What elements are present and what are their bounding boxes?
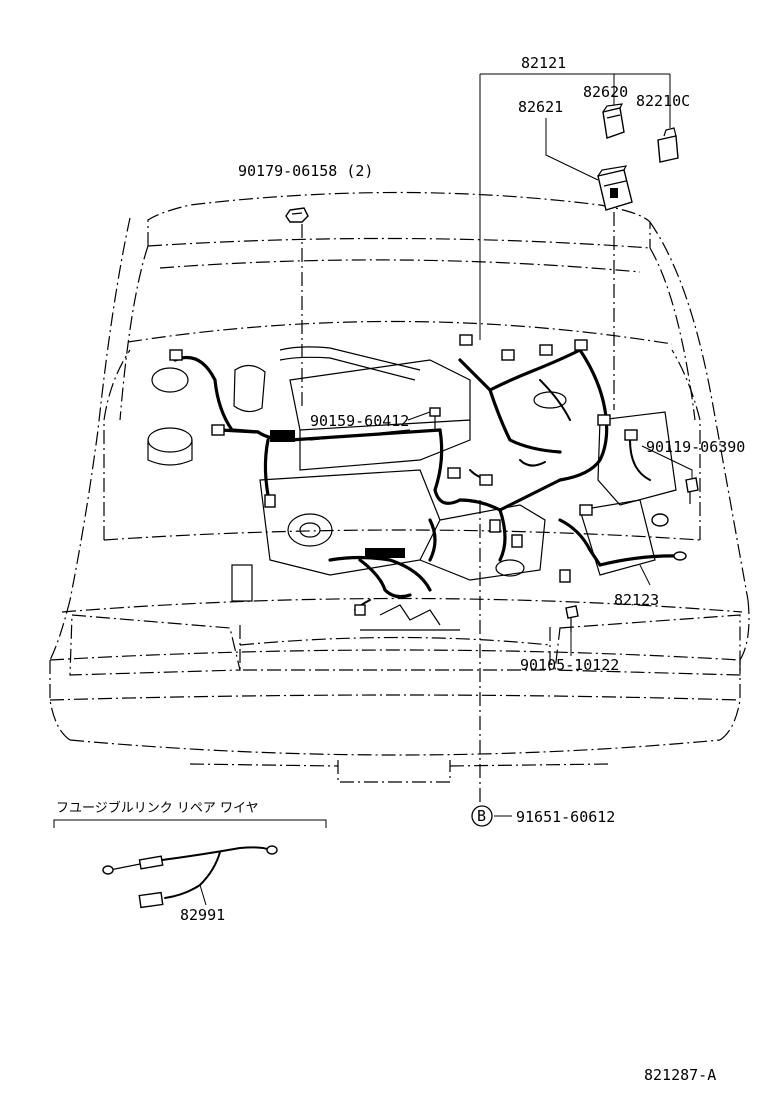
wire-harness	[173, 348, 682, 611]
label-82210c: 82210C	[636, 92, 690, 110]
callout-b-letter: B	[477, 807, 486, 825]
engine-components	[147, 346, 677, 631]
inset-title: フユージブルリンク リペア ワイヤ	[56, 800, 259, 816]
label-82620: 82620	[583, 83, 628, 101]
figure-id: 821287-A	[644, 1066, 716, 1084]
connectors	[169, 334, 687, 616]
label-82121: 82121	[521, 54, 566, 72]
fusible-link-inset: フユージブルリンク リペア ワイヤ 82991	[53, 800, 327, 924]
label-82123: 82123	[614, 591, 659, 609]
label-82621: 82621	[518, 98, 563, 116]
label-90105: 90105-10122	[520, 656, 619, 674]
leader-lines	[301, 73, 693, 817]
label-90119: 90119-06390	[646, 438, 745, 456]
car-body-outline	[49, 191, 750, 783]
label-82991: 82991	[180, 906, 225, 924]
label-90159: 90159-60412	[310, 412, 409, 430]
callout-b: B	[471, 805, 493, 827]
relay-parts	[285, 103, 699, 632]
part-labels: 82121 82620 82621 82210C 90179-06158 (2)…	[238, 54, 745, 826]
label-91651: 91651-60612	[516, 808, 615, 826]
label-90179: 90179-06158 (2)	[238, 162, 373, 180]
